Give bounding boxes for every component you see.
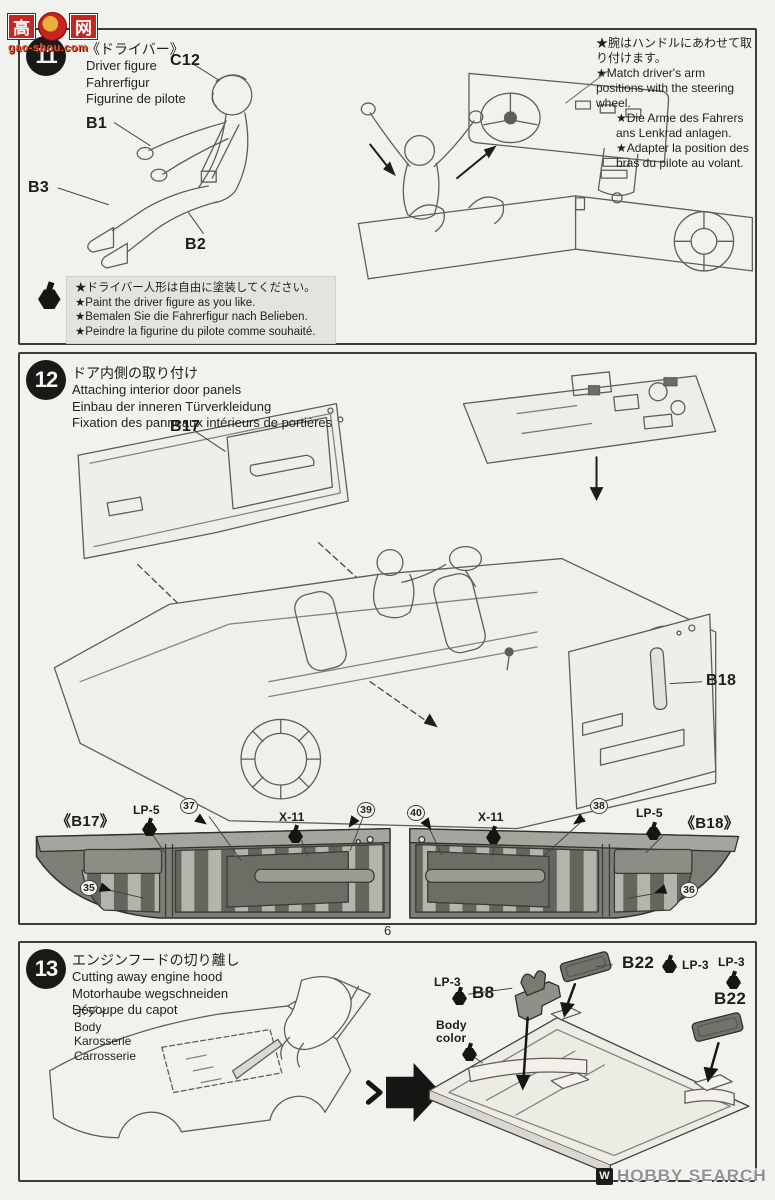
step12-title-de: Einbau der inneren Türverkleidung [72, 398, 272, 414]
callout-40: 40 [407, 805, 425, 821]
body-label-de: Karosserie [74, 1034, 132, 1048]
callout-39: 39 [357, 802, 375, 818]
paint-pot-icon [288, 824, 303, 843]
body-label-fr: Carrosserie [74, 1048, 137, 1063]
panel-left-name: 《B17》 [56, 813, 116, 830]
body-color-label: Body color [436, 1018, 467, 1045]
step13-title-ja: エンジンフードの切り離し [72, 952, 240, 968]
step-13-panel: 13 エンジンフードの切り離し Cutting away engine hood… [18, 941, 757, 1182]
step-number-13: 13 [26, 949, 66, 989]
watermark-char-left: 高 [8, 14, 35, 39]
step12-heading: ドア内側の取り付け Attaching interior door panels… [72, 364, 372, 432]
paint-pot-icon [486, 825, 501, 844]
step11-heading: 《ドライバー》 Driver figure Fahrerfigur Figuri… [86, 40, 316, 108]
step13-illustration [49, 951, 750, 1175]
step11-title-ja: 《ドライバー》 [86, 41, 184, 57]
gao-shou-watermark: 高 网 gao-shou.com [8, 12, 97, 54]
step11-title-de: Fahrerfigur [86, 74, 150, 90]
part-label-b22-top: B22 [622, 953, 655, 972]
step13-heading: エンジンフードの切り離し Cutting away engine hood Mo… [72, 951, 352, 1019]
paint-code-lp5-left: LP-5 [133, 803, 160, 817]
panel-right-name: 《B18》 [680, 815, 740, 832]
hobby-search-logo-icon: W [596, 1167, 613, 1185]
callout-36: 36 [680, 882, 698, 898]
paint-code-x11-right: X-11 [478, 810, 504, 824]
step13-title-en: Cutting away engine hood [72, 969, 223, 984]
paint-note-fr: ★Peindre la figurine du pilote comme sou… [75, 325, 316, 338]
hobby-search-text: HOBBY SEARCH [617, 1166, 767, 1185]
part-label-b1: B1 [86, 115, 108, 132]
paint-code-lp3-right: LP-3 [718, 955, 745, 969]
paint-note-ja: ★ドライバー人形は自由に塗装してください。 [75, 282, 316, 294]
paint-pot-icon [662, 954, 677, 973]
part-label-b17: B17 [170, 418, 201, 435]
part-label-b8: B8 [472, 983, 495, 1002]
step12-title-ja: ドア内側の取り付け [72, 365, 198, 381]
step-number-11: 11 [26, 36, 66, 76]
page-number: 6 [384, 923, 392, 938]
paint-note: ★ドライバー人形は自由に塗装してください。 ★Paint the driver … [66, 276, 336, 345]
note-ja: ★腕はハンドルにあわせて取り付けます。 [596, 36, 753, 65]
part-label-b18: B18 [706, 672, 737, 689]
paint-code-x11-left: X-11 [279, 810, 305, 824]
hobby-search-watermark: W HOBBY SEARCH [596, 1166, 767, 1186]
step12-title-en: Attaching interior door panels [72, 382, 242, 397]
paint-pot-icon [142, 817, 157, 836]
note-de: ★Die Arme des Fahrers ans Lenkrad anlage… [616, 111, 744, 140]
callout-38: 38 [590, 798, 608, 814]
callout-37: 37 [180, 798, 198, 814]
body-label-en: Body [74, 1019, 102, 1034]
note-en: ★Match driver's arm positions with the s… [596, 66, 735, 110]
step12-title-fr: Fixation des panneaux intérieurs de port… [72, 415, 333, 430]
step13-title-de: Motorhaube wegschneiden [72, 985, 229, 1001]
step-12-panel: 12 ドア内側の取り付け Attaching interior door pan… [18, 352, 757, 925]
step11-illustration [57, 63, 753, 280]
arm-position-note: ★腕はハンドルにあわせて取り付けます。 ★Match driver's arm … [596, 36, 754, 171]
paint-code-lp3-b8: LP-3 [434, 975, 461, 989]
step12-illustration [35, 371, 740, 919]
paint-pot-icon [646, 821, 661, 840]
part-label-b22-right: B22 [714, 989, 747, 1008]
body-label-ja: ボディ [74, 1005, 110, 1019]
note-fr: ★Adapter la position des bras du pilote … [616, 141, 749, 170]
step11-title-en: Driver figure [86, 58, 157, 73]
paint-code-lp3-top: LP-3 [682, 958, 709, 972]
body-label-block: ボディ Body Karosserie Carrosserie [74, 1005, 194, 1063]
watermark-char-right: 网 [70, 14, 97, 39]
paint-pot-icon [726, 970, 741, 989]
step-11-panel: 11 《ドライバー》 Driver figure Fahrerfigur Fig… [18, 28, 757, 345]
part-label-b3: B3 [28, 179, 50, 196]
paint-note-en: ★Paint the driver figure as you like. [75, 296, 256, 309]
paint-pot-icon [452, 986, 467, 1005]
callout-35: 35 [80, 880, 98, 896]
part-label-b2: B2 [185, 236, 207, 253]
part-label-c12: C12 [170, 52, 201, 69]
thumbs-up-icon [38, 12, 67, 41]
step-number-12: 12 [26, 360, 66, 400]
paint-pot-icon [38, 281, 61, 309]
paint-note-de: ★Bemalen Sie die Fahrerfigur nach Belieb… [75, 311, 308, 324]
watermark-site-text: gao-shou.com [8, 42, 88, 54]
paint-pot-icon [462, 1042, 477, 1061]
step13-title-fr: Découpe du capot [72, 1002, 178, 1017]
paint-code-lp5-right: LP-5 [636, 806, 663, 820]
step11-title-fr: Figurine de pilote [86, 91, 186, 106]
